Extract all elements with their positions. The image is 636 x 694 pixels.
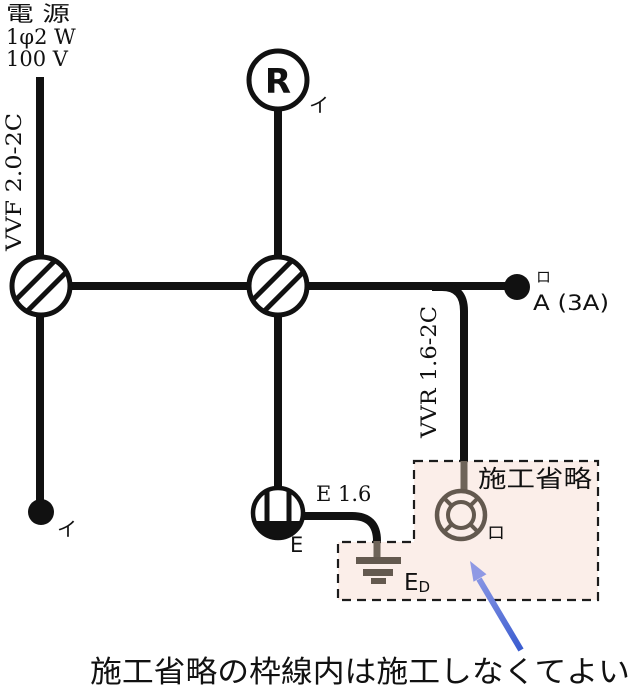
omitted-box-fill <box>338 461 598 600</box>
omitted-lamp-inner-circle <box>446 500 476 530</box>
omitted-lamp-spoke-sw <box>442 522 454 534</box>
omitted-lamp-spoke-nw <box>442 496 454 508</box>
auto-switch-circuit-label: ロ <box>536 268 551 286</box>
ground-bar-top <box>356 557 401 564</box>
omitted-lamp-circuit-label: ロ <box>487 523 505 544</box>
omitted-lamp-spoke-se <box>468 522 480 534</box>
junction-box-circle <box>246 254 310 318</box>
ground-wire-label: E 1.6 <box>316 482 371 506</box>
annotation-arrow-shaft <box>476 577 524 652</box>
cable-label-vvr: VVR 1.6-2C <box>417 306 441 439</box>
lamp-circuit-label: イ <box>309 93 329 117</box>
junction-box-center <box>246 254 310 318</box>
ground-electrode-label-sub: D <box>419 578 431 596</box>
power-source-title: 電 源 <box>6 2 70 26</box>
annotation-arrow-head <box>470 561 487 582</box>
lamp-receptacle-circle <box>246 48 310 112</box>
switch-circuit-label: イ <box>57 517 77 541</box>
junction-box-left <box>9 254 73 318</box>
ground-electrode-label: ED <box>404 570 430 596</box>
omitted-lamp-icon <box>434 488 488 542</box>
auto-switch-dot <box>504 274 530 300</box>
annotation-arrow <box>470 561 524 652</box>
outlet-symbol <box>250 485 306 541</box>
junction-box-hatch <box>262 270 306 314</box>
omitted-box-title: 施工省略 <box>478 465 592 493</box>
annotation-text: 施工省略の枠線内は施工しなくてよい <box>90 655 630 690</box>
lamp-receptacle-letter: R <box>265 62 291 102</box>
cable-label-vvf: VVF 2.0-2C <box>2 113 26 252</box>
omitted-lamp-spoke-ne <box>468 496 480 508</box>
power-source-block: 電 源 1φ2 W 100 V <box>6 2 76 71</box>
ground-electrode-label-main: E <box>404 570 419 596</box>
omitted-box-dashed-border <box>336 459 600 602</box>
power-source-phase: 1φ2 W <box>6 25 76 49</box>
auto-switch-rating-label: A (3A) <box>533 291 609 315</box>
switch-dot <box>28 499 54 525</box>
ground-bar-middle <box>363 569 393 576</box>
wire-outlet-ground <box>303 512 381 542</box>
power-source-voltage: 100 V <box>6 47 69 71</box>
junction-box-hatch <box>250 258 294 302</box>
wire-vvr-branch <box>432 283 468 461</box>
junction-box-hatch <box>13 258 57 302</box>
junction-box-circle <box>9 254 73 318</box>
outlet-grounding-label: E <box>290 533 303 557</box>
junction-box-hatch <box>25 270 69 314</box>
ground-bar-bottom <box>371 578 386 584</box>
lamp-receptacle: R <box>246 48 310 112</box>
ground-electrode-icon <box>356 557 401 584</box>
outlet-wall-fill <box>254 521 302 539</box>
omitted-lamp-outer-circle <box>434 488 488 542</box>
